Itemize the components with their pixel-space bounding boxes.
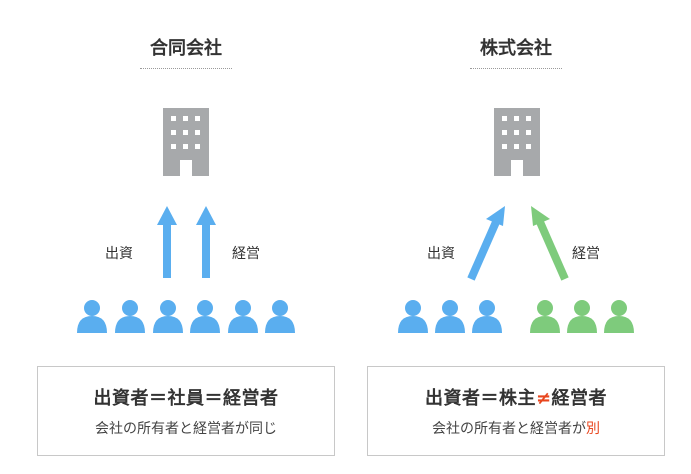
llc-building-icon — [163, 108, 209, 176]
kk-building-icon — [494, 108, 540, 176]
llc-invest-arrow-icon — [157, 206, 177, 278]
llc-manage-arrow-icon — [196, 206, 216, 278]
llc-summary-main: 出資者＝社員＝経営者 — [93, 388, 279, 409]
kk-summary-sub-different: 別 — [586, 421, 600, 437]
kk-summary-main-b: 経営者 — [551, 388, 608, 409]
kk-summary-sub-a: 会社の所有者と経営者が — [432, 421, 586, 437]
kk-invest-label: 出資 — [427, 246, 455, 262]
kk-summary-main-a: 出資者＝株主 — [424, 388, 536, 409]
kk-managers-icon — [530, 300, 634, 333]
kk-manage-label: 経営 — [572, 246, 600, 262]
llc-members-icon — [77, 300, 295, 333]
kk-title: 株式会社 — [470, 34, 562, 69]
llc-summary-box: 出資者＝社員＝経営者 会社の所有者と経営者が同じ — [37, 366, 335, 456]
kk-summary-box: 出資者＝株主≠経営者 会社の所有者と経営者が別 — [367, 366, 665, 456]
kk-shareholders-icon — [398, 300, 502, 333]
llc-summary-sub: 会社の所有者と経営者が同じ — [95, 421, 277, 437]
llc-manage-label: 経営 — [232, 246, 260, 262]
kk-summary-main: 出資者＝株主≠経営者 — [368, 384, 664, 410]
llc-title: 合同会社 — [140, 34, 232, 69]
not-equal-sign: ≠ — [535, 388, 552, 409]
kk-manage-arrow-icon — [531, 206, 569, 281]
kk-summary-sub: 会社の所有者と経営者が別 — [368, 418, 664, 438]
kk-invest-arrow-icon — [467, 206, 505, 281]
llc-invest-label: 出資 — [105, 246, 133, 262]
